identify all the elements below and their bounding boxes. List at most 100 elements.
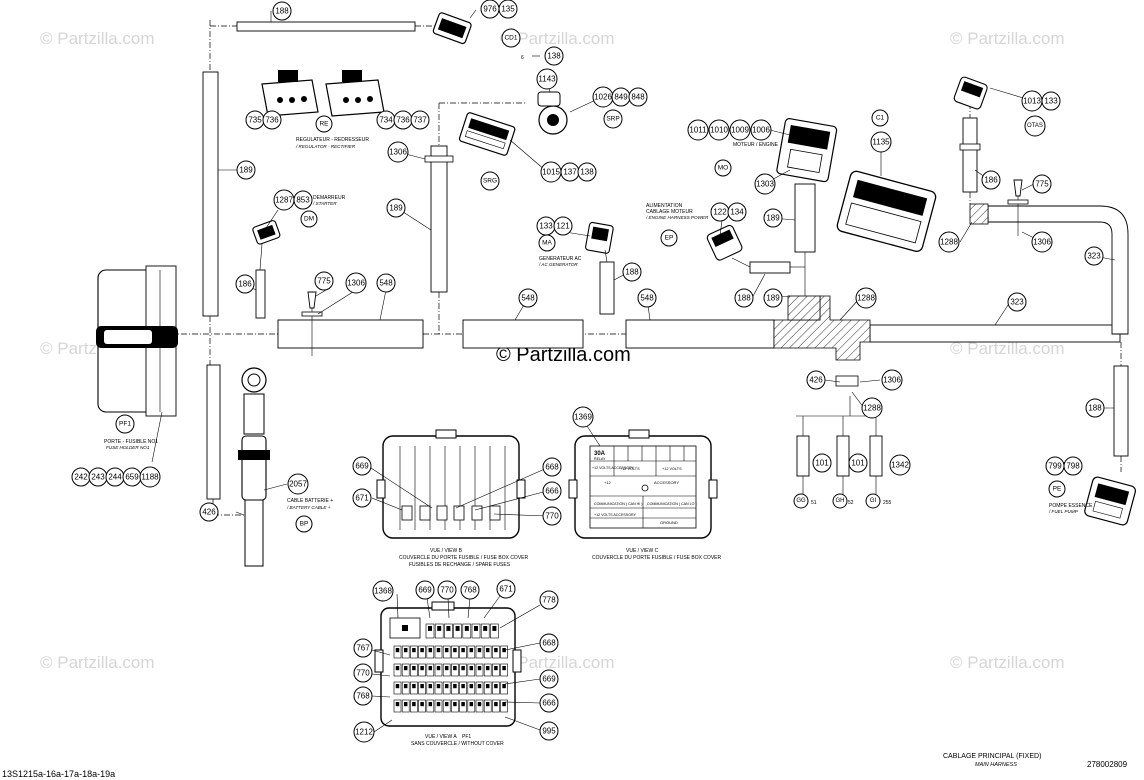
regulator-connector-734 [325,70,385,117]
tube-188-ep [749,261,791,274]
regulator-connector-735 [261,70,319,117]
svg-text:426: 426 [202,508,216,517]
callout-1303: 1303 [754,173,776,195]
callout-1009: 1009 [729,119,751,141]
label-engine-harness-en: / ENGINE HARNESS POWER [645,215,709,220]
svg-text:134: 134 [730,208,744,217]
fastener-775 [301,291,323,356]
svg-text:548: 548 [379,279,393,288]
callout-737: 737 [410,110,430,130]
callout-1011: 1011 [687,119,709,141]
svg-text:669: 669 [542,675,556,684]
svg-text:1288: 1288 [857,294,875,303]
fuse-slot-contact [403,648,408,653]
tag-gg: GG [793,493,809,509]
watermark: © Partzilla.com [40,29,155,48]
svg-text:548: 548 [640,294,654,303]
svg-text:668: 668 [545,463,559,472]
fuse-slot-contact [428,684,433,689]
svg-text:1010: 1010 [710,126,728,135]
fuse-slot-contact [461,702,465,707]
svg-text:243: 243 [91,473,105,482]
fuse-slot-contact [453,666,457,671]
callout-853: 853 [293,190,313,210]
label-ground-52: 52 [848,500,854,506]
ground-terminals [796,396,883,494]
fastener-775-right [1007,179,1029,236]
fuse-slot-contact [461,648,465,653]
fuse-slot-contact [453,702,457,707]
callout-243: 243 [88,467,108,487]
tag-ma: MA [538,234,556,252]
svg-text:PF1: PF1 [119,421,131,428]
callout-1188: 1188 [139,466,161,488]
svg-text:1306: 1306 [389,148,407,157]
tag-re: RE [315,115,333,133]
svg-text:775: 775 [1035,180,1049,189]
label-ground-51: 51 [811,500,817,506]
svg-text:2057: 2057 [289,480,307,489]
fuse-slot-contact [395,702,400,707]
callout-671: 671 [352,488,372,508]
fuse-slot [490,623,499,639]
svg-text:RE: RE [319,121,329,128]
clamp-426 [835,375,859,387]
svg-text:122: 122 [713,208,727,217]
svg-text:671: 671 [499,585,513,594]
svg-text:135: 135 [501,5,515,14]
footer: CABLAGE PRINCIPAL (FIXED) MAIN HARNESS 2… [2,753,1128,779]
label-ac-generator: GENERATEUR AC [539,256,582,262]
fuse-slot-contact [428,666,433,671]
svg-text:242: 242 [74,473,88,482]
fuse-slot-contact [461,666,465,671]
fuse-slot-contact [395,684,400,689]
callout-671: 671 [496,579,516,599]
fuse-slot-contact [502,702,506,707]
fuse-12v-2: +12 VOLTS [662,467,682,471]
svg-text:995: 995 [542,727,556,736]
junction-1288-right [969,203,989,225]
main-harness [170,203,1129,361]
watermark: © Partzilla.com [500,29,615,48]
svg-text:848: 848 [631,93,645,102]
svg-text:133: 133 [1044,97,1058,106]
fuse-slot-contact [455,626,460,631]
svg-text:768: 768 [356,692,370,701]
fuse-slot-contact [469,702,474,707]
tag-bp: BP [295,515,313,533]
watermark: © Partzilla.com [950,29,1065,48]
callout-669: 669 [415,580,435,600]
svg-text:OTAS: OTAS [1027,123,1043,129]
svg-text:1135: 1135 [872,138,890,147]
svg-text:1342: 1342 [891,461,909,470]
view-a-caption: SANS COUVERCLE / WITHOUT COVER [411,741,504,747]
svg-text:976: 976 [483,5,497,14]
callout-798: 798 [1063,456,1083,476]
label-starter: DEMARREUR [313,195,346,201]
fuse-slot-contact [428,648,433,653]
fuse-12acc: +12 VOLTS ACCESSORY [592,466,635,470]
tag-srp: SRP [603,109,623,129]
tube-323-bend [987,205,1129,335]
callout-1015: 1015 [540,161,562,183]
svg-text:1212: 1212 [355,728,373,737]
callout-188: 188 [622,262,642,282]
tag-c1: C1 [871,109,889,127]
fuse-slot-contact [485,702,490,707]
callout-189: 189 [763,208,783,228]
fuse-slot-contact [444,684,449,689]
svg-text:1288: 1288 [940,238,958,247]
fuse-slot [425,623,435,639]
fuse-slot-contact [403,666,408,671]
label-fuel-pump: POMPE ESSENCE [1049,503,1093,509]
callout-770: 770 [542,506,562,526]
connector-c1 [836,170,937,252]
svg-text:1287: 1287 [275,196,293,205]
view-b-caption: COUVERCLE DU PORTE FUSIBLE / FUSE BOX CO… [399,555,528,561]
tube-188 [599,261,615,315]
fuse-slot-contact [477,648,482,653]
fuse-12v: +12 VOLTS [620,467,640,471]
fuse-rows [393,623,508,713]
callout-138: 138 [544,46,564,66]
svg-text:1368: 1368 [374,587,392,596]
